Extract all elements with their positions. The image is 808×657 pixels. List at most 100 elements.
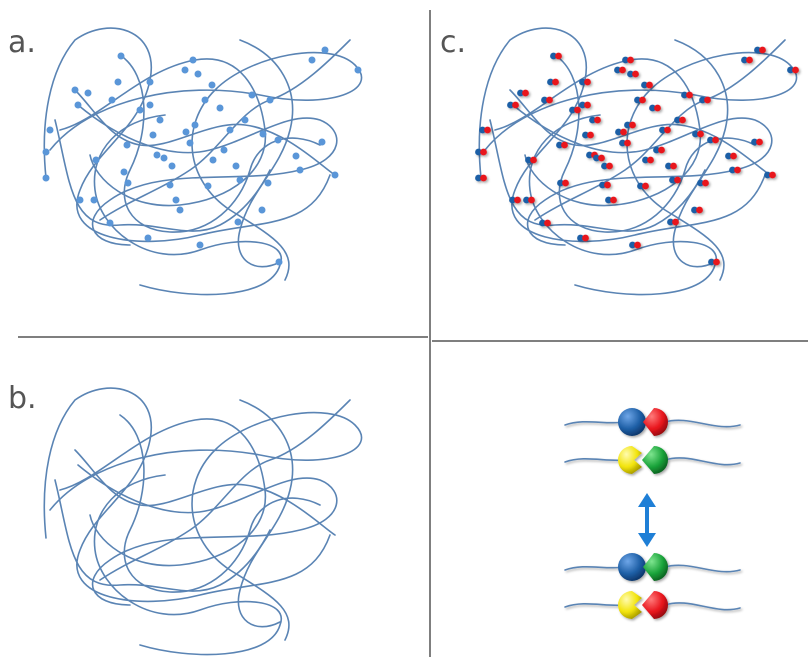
crosslink-blue-dot xyxy=(589,116,596,124)
crosslink-blue-dot xyxy=(523,196,530,204)
crosslink-red-dot xyxy=(647,156,654,164)
crosslink-red-dot xyxy=(759,46,766,54)
crosslink-blue-dot xyxy=(599,181,606,189)
crosslink-red-dot xyxy=(624,139,631,147)
crosslink-blue-dot xyxy=(637,182,644,190)
bond-exchange-schematic xyxy=(564,408,741,619)
crosslink-red-dot xyxy=(734,166,741,174)
crosslink-dots-a xyxy=(42,46,362,266)
crosslink-blue-dot xyxy=(624,121,631,129)
crosslink-blue-dot xyxy=(627,70,634,78)
crosslink-blue-dot xyxy=(539,219,546,227)
crosslink-blue-dot xyxy=(751,138,758,146)
crosslink-red-dot xyxy=(664,126,671,134)
crosslink-blue-dot xyxy=(634,96,641,104)
crosslink-red-dot xyxy=(674,176,681,184)
crosslink-blue-dot xyxy=(741,56,748,64)
crosslink-blue-dot xyxy=(754,46,761,54)
crosslink-blue-dot xyxy=(764,171,771,179)
crosslink-red-dot xyxy=(610,196,617,204)
crosslink-red-dot xyxy=(712,136,719,144)
crosslink-blue-dot xyxy=(557,179,564,187)
crosslink-blue-dot xyxy=(708,258,715,266)
crosslink-red-dot xyxy=(697,130,704,138)
crosslink-blue-dot xyxy=(517,89,524,97)
crosslink-red-dot xyxy=(484,126,491,134)
crosslink-blue-dot xyxy=(697,179,704,187)
crosslink-blue-dot xyxy=(475,174,482,182)
crosslink-blue-dot xyxy=(725,152,732,160)
crosslink-red-dot xyxy=(584,101,591,109)
crosslink-blue-dot xyxy=(659,126,666,134)
crosslink-red-dot xyxy=(604,181,611,189)
crosslink-red-dot xyxy=(792,66,799,74)
crosslink-red-dot xyxy=(639,96,646,104)
crosslink-blue-dot xyxy=(550,52,557,60)
crosslink-red-dot xyxy=(546,96,553,104)
crosslink-red-dot xyxy=(702,179,709,187)
crosslink-blue-dot xyxy=(614,66,621,74)
crosslink-red-dot xyxy=(634,241,641,249)
crosslink-red-dot xyxy=(769,171,776,179)
crosslink-red-dot xyxy=(658,146,665,154)
crosslink-red-dot xyxy=(562,179,569,187)
crosslink-blue-dot xyxy=(699,96,706,104)
crosslink-blue-dot xyxy=(619,139,626,147)
green-sphere xyxy=(643,553,668,581)
crosslink-red-dot xyxy=(704,96,711,104)
crosslink-red-dot xyxy=(730,152,737,160)
crosslink-red-dot xyxy=(642,182,649,190)
panel-b-label: b. xyxy=(8,381,37,416)
crosslink-blue-dot xyxy=(525,156,532,164)
panel-a-label: a. xyxy=(8,25,36,60)
crosslink-blue-dot xyxy=(509,196,516,204)
pair-top-blue-red xyxy=(564,408,741,436)
crosslink-blue-dot xyxy=(605,196,612,204)
crosslinked-network xyxy=(43,27,363,296)
uncrosslinked-strands xyxy=(43,387,363,656)
crosslink-red-dot xyxy=(587,131,594,139)
crosslink-red-dot xyxy=(713,258,720,266)
crosslink-red-dot xyxy=(696,206,703,214)
crosslink-red-dot xyxy=(619,66,626,74)
crosslink-red-dot xyxy=(555,52,562,60)
crosslink-blue-dot xyxy=(665,162,672,170)
crosslink-blue-dot xyxy=(547,78,554,86)
crosslink-red-dot xyxy=(574,106,581,114)
crosslink-blue-dot xyxy=(691,206,698,214)
crosslink-red-dot xyxy=(670,162,677,170)
pair-bottom-yellow-red xyxy=(564,591,741,619)
crosslink-blue-dot xyxy=(475,148,482,156)
red-sphere xyxy=(642,591,668,619)
crosslink-blue-dot xyxy=(692,130,699,138)
crosslink-blue-dot xyxy=(667,218,674,226)
dynamic-crosslinked-network xyxy=(475,27,799,296)
crosslink-red-dot xyxy=(746,56,753,64)
crosslink-red-dot xyxy=(679,116,686,124)
crosslink-blue-dot xyxy=(541,96,548,104)
crosslink-red-dot xyxy=(620,128,627,136)
crosslink-pairs-c xyxy=(475,46,799,266)
exchange-arrow xyxy=(638,493,656,547)
crosslink-red-dot xyxy=(522,89,529,97)
crosslink-blue-dot xyxy=(642,156,649,164)
crosslink-red-dot xyxy=(594,116,601,124)
crosslink-red-dot xyxy=(654,104,661,112)
crosslink-blue-dot xyxy=(653,146,660,154)
crosslink-red-dot xyxy=(480,148,487,156)
crosslink-red-dot xyxy=(530,156,537,164)
crosslink-red-dot xyxy=(584,78,591,86)
crosslink-red-dot xyxy=(686,91,693,99)
crosslink-red-dot xyxy=(632,70,639,78)
crosslink-red-dot xyxy=(582,234,589,242)
crosslink-red-dot xyxy=(514,196,521,204)
crosslink-blue-dot xyxy=(569,106,576,114)
panel-c-label: c. xyxy=(440,25,466,60)
crosslink-blue-dot xyxy=(615,128,622,136)
crosslink-blue-dot xyxy=(556,141,563,149)
yellow-sphere xyxy=(618,446,642,474)
crosslink-red-dot xyxy=(629,121,636,129)
crosslink-blue-dot xyxy=(601,162,608,170)
crosslink-red-dot xyxy=(561,141,568,149)
